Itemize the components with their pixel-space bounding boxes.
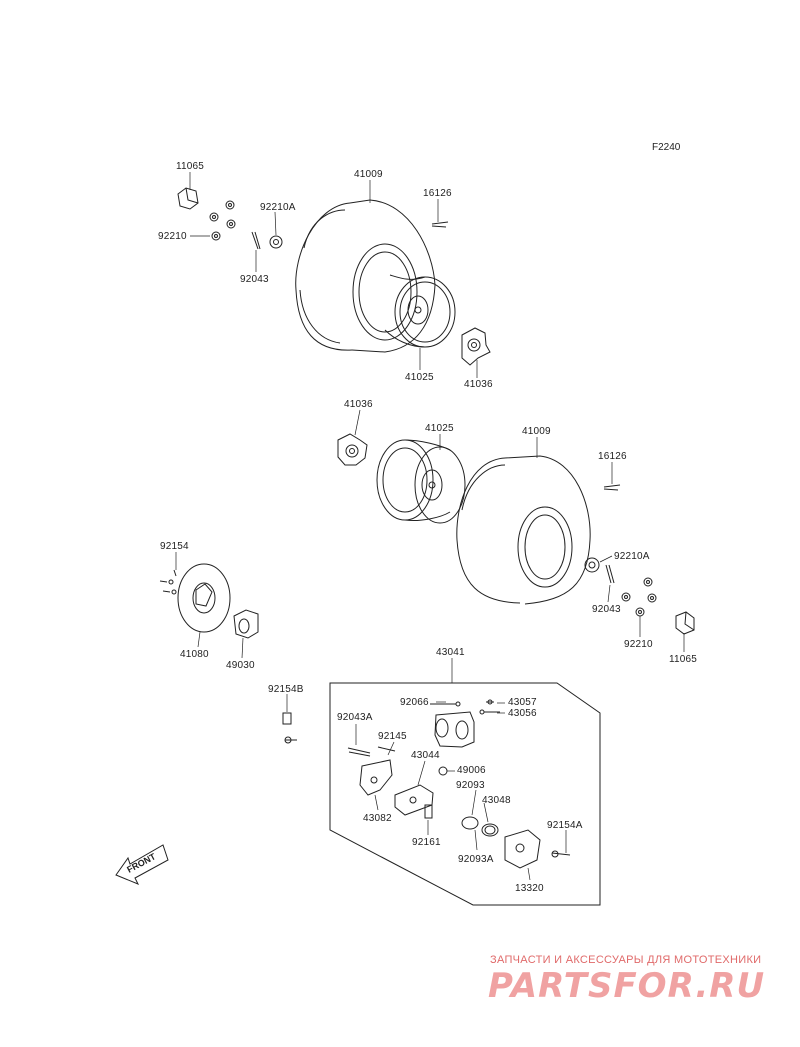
part-label: 41036 <box>464 379 493 390</box>
front-arrow <box>115 844 169 885</box>
top-cotter-pin <box>251 231 261 250</box>
top-lug-nuts <box>209 200 236 241</box>
watermark-logo: PARTSFOR.RU <box>488 966 766 1006</box>
caliper-bracket <box>359 759 393 796</box>
brake-disc <box>177 563 231 633</box>
mid-lug-nut-large <box>675 611 695 635</box>
part-label: 13320 <box>515 883 544 894</box>
mid-tire <box>456 455 591 605</box>
watermark-tagline: ЗАПЧАСТИ И АКСЕССУАРЫ ДЛЯ МОТОТЕХНИКИ <box>490 954 762 966</box>
part-label: 49006 <box>457 765 486 776</box>
part-label: 92093A <box>458 854 494 865</box>
part-label: 92154B <box>268 684 304 695</box>
wheel-hub-49030 <box>233 609 259 639</box>
mid-valve <box>603 484 621 491</box>
part-label: 11065 <box>669 654 698 665</box>
front-label: FRONT <box>125 851 158 875</box>
piston-seals <box>461 816 499 837</box>
part-label: 92066 <box>400 697 429 708</box>
top-hub <box>461 327 491 366</box>
part-label: 41025 <box>425 423 454 434</box>
mid-washer <box>584 557 600 573</box>
part-label: 41009 <box>522 426 551 437</box>
part-label: 43082 <box>363 813 392 824</box>
figure-code: F2240 <box>652 142 681 153</box>
mid-rim <box>376 439 466 524</box>
top-washer <box>269 235 283 249</box>
mid-hub <box>337 433 368 466</box>
part-label: 92210 <box>624 639 653 650</box>
part-label: 49030 <box>226 660 255 671</box>
part-label: 43048 <box>482 795 511 806</box>
part-label: 92210A <box>260 202 296 213</box>
mid-cotter-pin <box>605 564 615 584</box>
caliper-body <box>434 711 475 748</box>
disc-bolts <box>159 569 177 595</box>
bleeder-49006 <box>438 766 448 776</box>
part-label: 16126 <box>598 451 627 462</box>
mid-lug-nuts <box>621 577 657 617</box>
top-rim <box>384 274 456 348</box>
part-label: 92161 <box>412 837 441 848</box>
part-label: 92043A <box>337 712 373 723</box>
caliper-small-parts <box>430 699 500 715</box>
part-label: 43044 <box>411 750 440 761</box>
part-label: 41009 <box>354 169 383 180</box>
pad-plate <box>394 784 434 816</box>
top-valve <box>431 221 449 228</box>
caliper-pins <box>347 746 396 757</box>
part-label: 41080 <box>180 649 209 660</box>
part-label: 92145 <box>378 731 407 742</box>
part-label: 92210 <box>158 231 187 242</box>
part-label: 92093 <box>456 780 485 791</box>
part-label: 92210A <box>614 551 650 562</box>
top-tire <box>295 199 436 353</box>
part-label: 92043 <box>592 604 621 615</box>
bolts-92154B <box>282 712 297 744</box>
part-label: 92154 <box>160 541 189 552</box>
bolt-92161 <box>424 804 433 819</box>
part-label: 41025 <box>405 372 434 383</box>
part-label: 16126 <box>423 188 452 199</box>
caliper-assembly-frame <box>329 682 601 906</box>
part-label: 43056 <box>508 708 537 719</box>
top-lug-nut-large <box>177 187 199 210</box>
part-label: 43041 <box>436 647 465 658</box>
part-label: 92043 <box>240 274 269 285</box>
caliper-holder-13320 <box>504 829 541 869</box>
part-label: 43057 <box>508 697 537 708</box>
part-label: 41036 <box>344 399 373 410</box>
part-label: 92154A <box>547 820 583 831</box>
bolt-92154A <box>551 850 571 858</box>
leader-lines <box>175 172 685 881</box>
part-label: 11065 <box>176 161 205 172</box>
